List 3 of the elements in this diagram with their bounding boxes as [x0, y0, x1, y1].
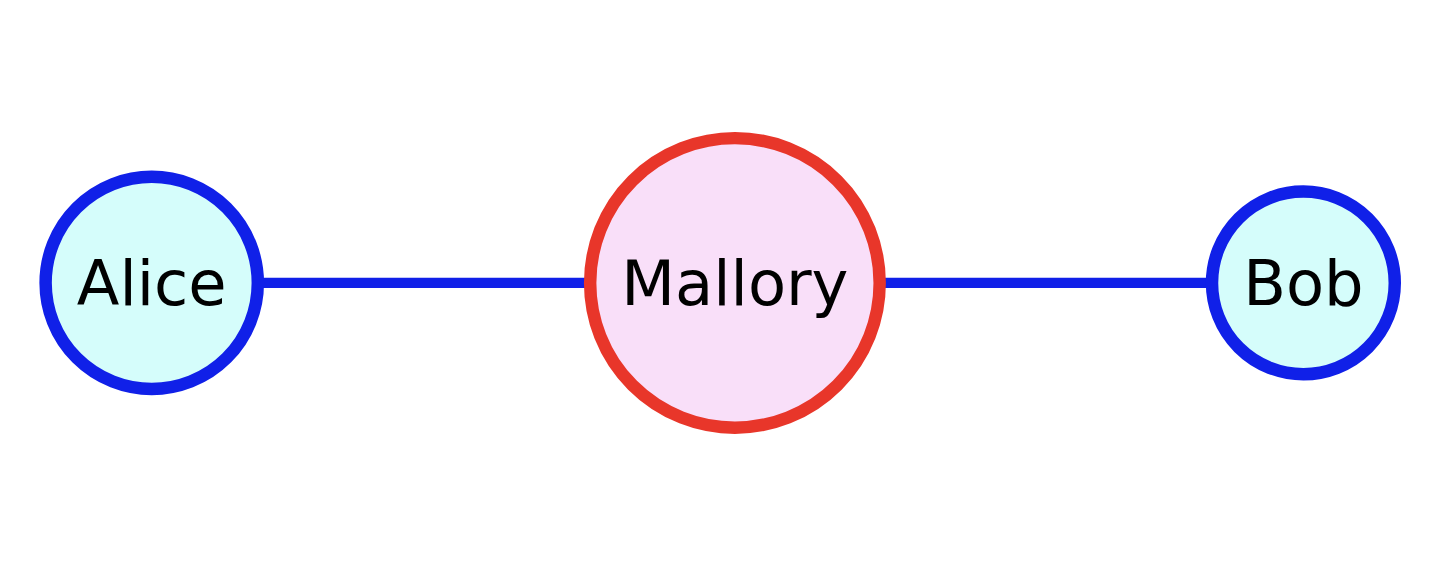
node-circle: Mallory [583, 131, 886, 434]
node-circle: Bob [1205, 184, 1401, 381]
node-circle: Alice [39, 170, 264, 395]
